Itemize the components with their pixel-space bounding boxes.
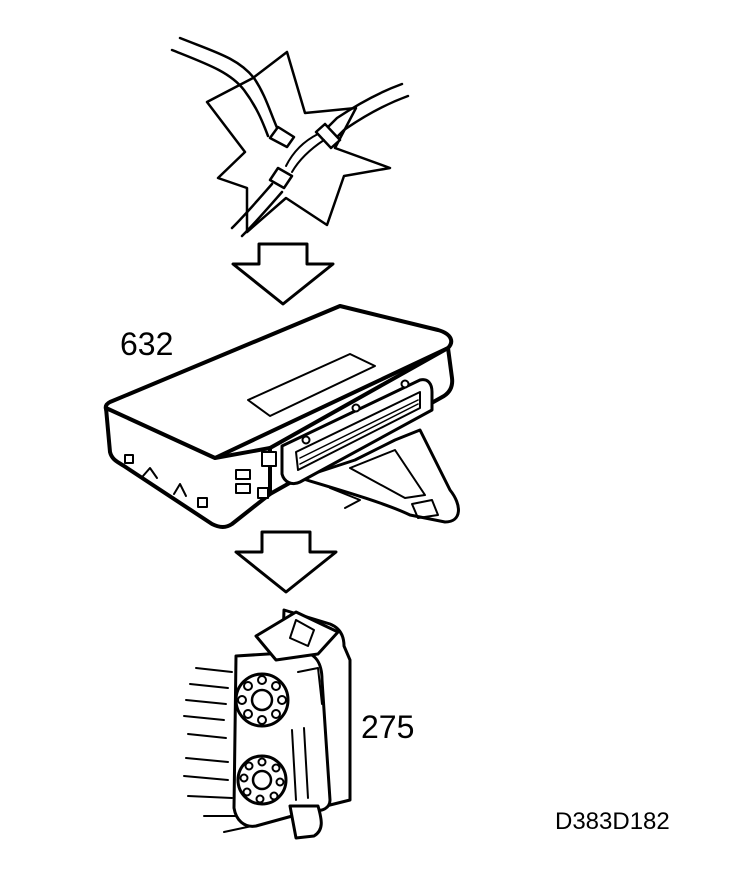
- down-arrow-icon: [231, 242, 335, 306]
- control-module-icon: [103, 304, 460, 529]
- down-arrow-icon: [234, 530, 338, 594]
- module-part-number: 632: [120, 326, 174, 362]
- connector-part-number: 275: [361, 709, 415, 745]
- broken-wire-starburst-icon: [170, 36, 410, 238]
- connector-plug-icon: [183, 608, 352, 840]
- figure-code: D383D182: [555, 808, 670, 835]
